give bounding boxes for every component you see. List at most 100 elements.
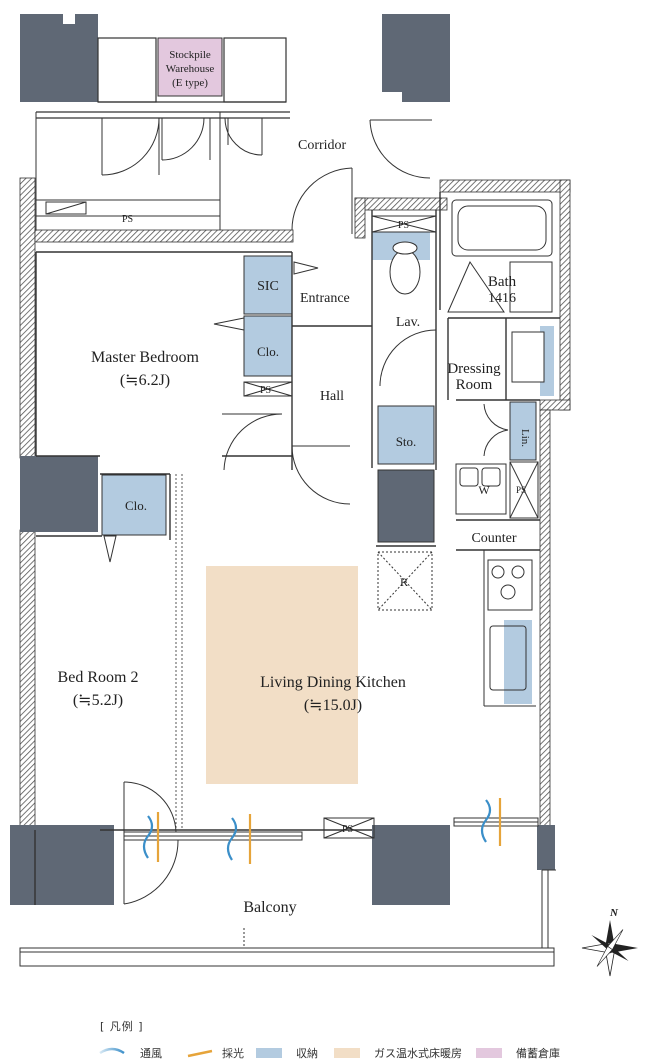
label-entrance: Entrance	[300, 291, 350, 306]
legend-label-storage: 収納	[296, 1047, 318, 1060]
legend-label-floor-heating: ガス温水式床暖房	[374, 1046, 462, 1060]
room-labels: Corridor Stockpile Warehouse (E type) PS…	[58, 49, 619, 919]
ventilation-arrow-2	[226, 817, 238, 861]
sic-storage	[243, 255, 293, 315]
column-bottom-right	[537, 825, 555, 870]
balcony	[19, 869, 556, 967]
label-sto: Sto.	[396, 434, 417, 449]
kitchen-storage	[504, 620, 532, 704]
clo-master-storage	[243, 315, 293, 377]
label-stockpile-2: Warehouse	[166, 63, 215, 75]
label-bed-room-2-size: (≒5.2J)	[73, 692, 123, 709]
wall-entrance-left	[354, 197, 366, 239]
compass-icon	[581, 920, 638, 977]
wall-bath-top	[439, 179, 571, 193]
fixtures	[243, 199, 553, 839]
kitchen-block	[377, 469, 435, 543]
ps-balcony-box	[323, 817, 375, 839]
label-ps-wash: PS	[516, 485, 526, 495]
label-bed-room-2: Bed Room 2	[58, 669, 139, 686]
floor-heating-area	[206, 566, 358, 784]
wall-right-lower	[539, 409, 551, 831]
label-balcony: Balcony	[243, 899, 296, 916]
gas-stove	[487, 559, 533, 611]
washing-machine-space	[455, 463, 507, 515]
label-lav: Lav.	[396, 315, 420, 330]
column-top-left-edge	[63, 14, 75, 24]
floor-heating-swatch	[334, 1048, 360, 1058]
wall-bath-right	[559, 179, 571, 411]
wall-top-left	[34, 229, 294, 243]
stockpile-warehouse	[157, 37, 223, 97]
label-ps-top: PS	[122, 214, 133, 225]
wall-entrance-top	[354, 197, 448, 211]
legend-item-floor-heating: ガス温水式床暖房	[334, 1046, 462, 1060]
label-stockpile-3: (E type)	[172, 77, 208, 89]
columns	[10, 456, 555, 905]
airflow-arrows	[142, 798, 502, 864]
label-lin: Lin.	[519, 429, 531, 447]
clo-bed2-storage	[101, 474, 167, 536]
label-master-bedroom: Master Bedroom	[91, 349, 200, 366]
ps-wash-box	[509, 461, 539, 519]
label-ldk-size: (≒15.0J)	[304, 697, 362, 714]
label-dressing-2: Room	[456, 377, 493, 393]
label-ldk: Living Dining Kitchen	[260, 674, 406, 691]
cabinet-row	[36, 37, 290, 119]
label-fridge: R	[400, 575, 408, 589]
label-hall: Hall	[320, 389, 344, 404]
column-left-mid	[20, 456, 98, 532]
storage-swatch	[256, 1048, 282, 1058]
legend-label-daylight: 採光	[222, 1046, 244, 1060]
label-ps-lav: PS	[398, 220, 409, 231]
label-clo-bed2: Clo.	[125, 498, 147, 513]
wall-left-lower	[19, 529, 36, 831]
column-bottom-mid	[372, 825, 450, 905]
label-stockpile-1: Stockpile	[169, 49, 211, 61]
label-north: N	[609, 907, 619, 919]
bathtub	[451, 199, 553, 257]
reserve-storage-swatch	[476, 1048, 502, 1058]
column-top-right-notch	[382, 92, 402, 102]
ventilation-arrow-1	[142, 815, 154, 859]
column-top-right	[382, 14, 450, 102]
legend-item-daylight: 採光	[187, 1046, 244, 1060]
toilet	[389, 249, 421, 295]
corridor-area	[20, 14, 450, 240]
washbasin	[511, 331, 545, 383]
daylight-icon	[187, 1049, 213, 1058]
ps-master-box	[243, 381, 293, 397]
kitchen-sink	[489, 625, 527, 691]
sliding-partition	[175, 474, 183, 830]
label-counter: Counter	[471, 531, 516, 546]
label-corridor: Corridor	[298, 138, 347, 153]
corridor-walls	[35, 112, 221, 240]
label-ps-master: PS	[260, 385, 271, 396]
label-clo-master: Clo.	[257, 344, 279, 359]
legend-item-storage: 収納	[256, 1047, 318, 1060]
label-bath: Bath	[488, 274, 517, 290]
legend-label-reserve-storage: 備蓄倉庫	[516, 1046, 560, 1060]
ventilation-icon	[99, 1047, 125, 1055]
label-sic: SIC	[257, 279, 279, 294]
label-w: W	[478, 483, 490, 497]
cabinet-doors	[101, 117, 263, 176]
label-dressing-1: Dressing	[447, 361, 501, 377]
outer-walls	[19, 177, 571, 831]
doors	[103, 119, 509, 905]
wall-right-step	[539, 399, 571, 411]
windows	[123, 817, 539, 841]
legend-item-ventilation: 通風	[99, 1047, 162, 1060]
label-ps-balcony: PS	[342, 824, 353, 835]
legend-label-ventilation: 通風	[140, 1047, 162, 1060]
wall-left-upper	[19, 177, 36, 459]
legend: 通風 採光 収納 ガス温水式床暖房 備蓄倉庫	[99, 1046, 560, 1060]
legend-item-reserve-storage: 備蓄倉庫	[476, 1046, 560, 1060]
column-top-left	[20, 14, 98, 102]
ventilation-arrow-3	[480, 799, 492, 843]
lin-storage	[509, 401, 537, 461]
label-bath-size: 1416	[488, 291, 516, 306]
sto-storage	[377, 405, 435, 465]
column-bottom-left	[10, 825, 114, 905]
